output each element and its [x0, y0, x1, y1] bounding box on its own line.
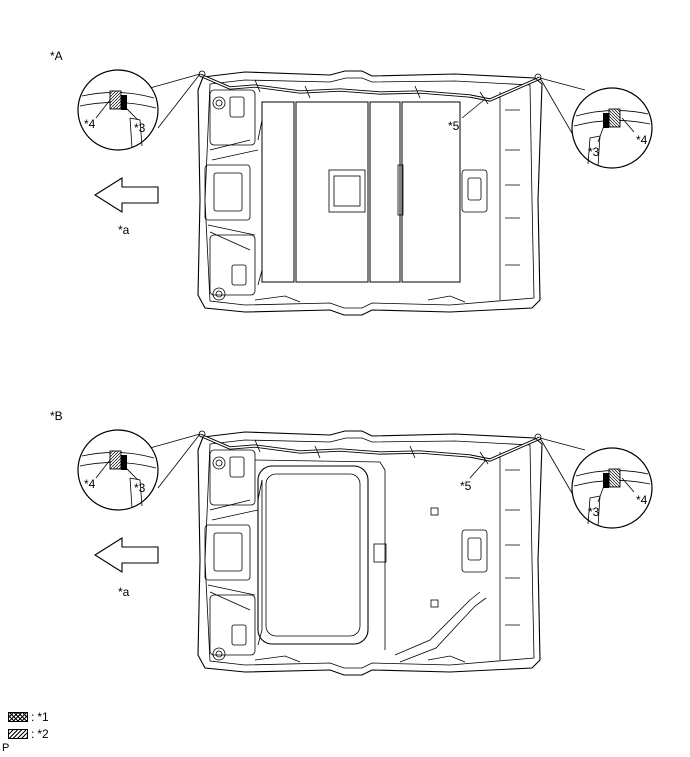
callout-right-a-tape1: *3 — [588, 145, 600, 159]
page-code: P — [2, 742, 10, 754]
legend-row-1: : *1 — [8, 710, 49, 724]
callout-left-a-tape1: *4 — [84, 117, 96, 131]
callout-left-a-tape2: *3 — [134, 121, 146, 135]
view-b: *B *4 *3 *3 *4 *5 *a — [50, 409, 653, 676]
roof-bow-panel-4 — [401, 101, 461, 283]
wire-harness-a — [199, 73, 541, 102]
legend-separator-1: : — [31, 710, 35, 724]
front-label-b: *a — [118, 585, 130, 599]
view-a: *A *4 *3 *3 *4 *5 *a — [50, 49, 653, 316]
center-pad-a — [328, 169, 366, 213]
callout-right-a-tape2: *4 — [636, 133, 648, 147]
callout-right-b-tape2: *4 — [636, 493, 648, 507]
roof-bow-panel-1 — [261, 101, 295, 283]
clamp-label-b: *5 — [460, 479, 472, 493]
callout-bubble-left-b — [77, 429, 159, 511]
callout-bubble-right-a — [571, 87, 653, 169]
view-a-label: *A — [50, 49, 63, 63]
callout-right-b-tape1: *3 — [588, 505, 600, 519]
roof-bow-panel-3 — [369, 101, 401, 283]
callout-left-b-tape2: *3 — [134, 481, 146, 495]
roof-outline-b — [197, 430, 543, 676]
front-arrow-b — [93, 537, 159, 573]
legend-row-2: : *2 — [8, 727, 49, 741]
wire-harness-b — [199, 433, 541, 462]
roof-bow-panel-2 — [295, 101, 369, 283]
center-pad-b — [373, 543, 387, 563]
front-arrow-a — [93, 177, 159, 213]
legend-separator-2: : — [31, 727, 35, 741]
diagonal-hatch-swatch-icon — [8, 729, 28, 739]
callout-bubble-left-a — [77, 69, 159, 151]
legend-label-1: *1 — [37, 710, 49, 724]
clamp-label-a: *5 — [448, 119, 460, 133]
callout-bubble-right-b — [571, 447, 653, 529]
cross-hatch-swatch-icon — [8, 712, 28, 722]
legend-label-2: *2 — [37, 727, 49, 741]
sunroof-opening-b — [257, 465, 369, 645]
callout-left-b-tape1: *4 — [84, 477, 96, 491]
view-b-label: *B — [50, 409, 63, 423]
front-label-a: *a — [118, 223, 130, 237]
